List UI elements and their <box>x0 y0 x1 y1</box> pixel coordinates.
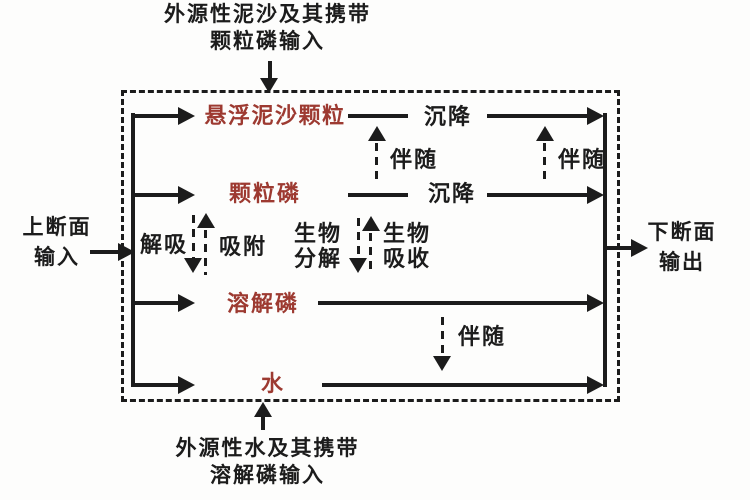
bottom-entry-arrow-line <box>261 416 265 430</box>
adsorption-arrow-dashed-line <box>204 230 207 275</box>
top-entry-arrow-line <box>268 61 272 79</box>
row1-segment-line <box>348 114 408 118</box>
bio-decomposition-arrow-dashed-line <box>357 218 360 260</box>
row1-settling-label: 沉降 <box>423 104 472 129</box>
accompany3-arrow-dashed-line <box>441 317 444 357</box>
accompany2-arrow-head-up-icon <box>536 126 554 141</box>
row2-settling-arrow-line <box>487 193 587 197</box>
left-input-label-line1: 上断面 <box>22 215 92 239</box>
accompany2-label: 伴随 <box>557 147 606 172</box>
row1-settling-arrow-head-icon <box>587 107 604 125</box>
row2-segment-line <box>348 193 408 197</box>
bio-decomposition-label-line2: 分解 <box>293 246 342 272</box>
accompany1-label: 伴随 <box>389 147 438 172</box>
left-input-label-line2: 输入 <box>34 245 80 269</box>
bottom-input-label-line2: 溶解磷输入 <box>210 463 325 487</box>
output-arrow-line <box>607 246 631 250</box>
row1-feed-arrow-line <box>134 114 178 118</box>
desorption-arrow-head-down-icon <box>184 258 202 273</box>
accompany1-arrow-dashed-line <box>375 143 378 183</box>
node-water: 水 <box>260 371 285 396</box>
row4-feed-arrow-head-icon <box>178 376 195 394</box>
accompany3-label: 伴随 <box>457 324 506 349</box>
node-particulate-p: 颗粒磷 <box>228 181 301 206</box>
node-dissolved-p: 溶解磷 <box>226 291 299 316</box>
top-entry-arrow-head-down-icon <box>260 78 278 93</box>
row2-feed-arrow-head-icon <box>178 186 195 204</box>
right-output-label-line2: 输出 <box>659 250 705 274</box>
top-input-label-line2: 颗粒磷输入 <box>210 29 325 53</box>
row2-settling-arrow-head-icon <box>587 186 604 204</box>
row4-transport-arrow-head-icon <box>587 376 604 394</box>
row2-feed-arrow-line <box>134 193 178 197</box>
row3-transport-arrow-line <box>318 301 587 305</box>
row3-feed-arrow-head-icon <box>178 294 195 312</box>
row3-feed-arrow-line <box>134 301 178 305</box>
row4-feed-arrow-line <box>134 383 178 387</box>
row1-settling-arrow-line <box>487 114 587 118</box>
row4-transport-arrow-line <box>322 383 587 387</box>
bio-uptake-label-line2: 吸收 <box>382 246 431 272</box>
node-suspended-sediment: 悬浮泥沙颗粒 <box>204 103 346 128</box>
accompany1-arrow-head-up-icon <box>368 126 386 141</box>
bio-decomposition-label: 生物 分解 <box>292 221 344 272</box>
adsorption-label: 吸附 <box>218 234 267 259</box>
bio-uptake-label-line1: 生物 <box>382 221 431 246</box>
bio-uptake-arrow-dashed-line <box>369 233 372 275</box>
row2-settling-label: 沉降 <box>427 181 476 206</box>
bio-decomposition-arrow-head-down-icon <box>349 258 367 273</box>
row1-feed-arrow-head-icon <box>178 107 195 125</box>
output-collector-line <box>603 113 607 387</box>
left-input-arrow-head-right-icon <box>118 243 135 261</box>
accompany3-arrow-head-down-icon <box>433 356 451 371</box>
bottom-entry-arrow-head-up-icon <box>254 402 272 417</box>
bio-uptake-label: 生物 吸收 <box>381 221 433 272</box>
desorption-label: 解吸 <box>139 232 188 257</box>
right-output-label-line1: 下断面 <box>647 220 717 244</box>
accompany2-arrow-dashed-line <box>543 143 546 183</box>
bio-decomposition-label-line1: 生物 <box>293 221 342 246</box>
top-input-label-line1: 外源性泥沙及其携带 <box>164 2 371 26</box>
row3-transport-arrow-head-icon <box>587 294 604 312</box>
bio-uptake-arrow-head-up-icon <box>362 216 380 231</box>
desorption-arrow-dashed-line <box>192 215 195 260</box>
bottom-input-label-line1: 外源性水及其携带 <box>175 436 360 460</box>
left-input-arrow-line <box>90 250 118 254</box>
output-arrow-head-right-icon <box>631 239 648 257</box>
adsorption-arrow-head-up-icon <box>197 213 215 228</box>
